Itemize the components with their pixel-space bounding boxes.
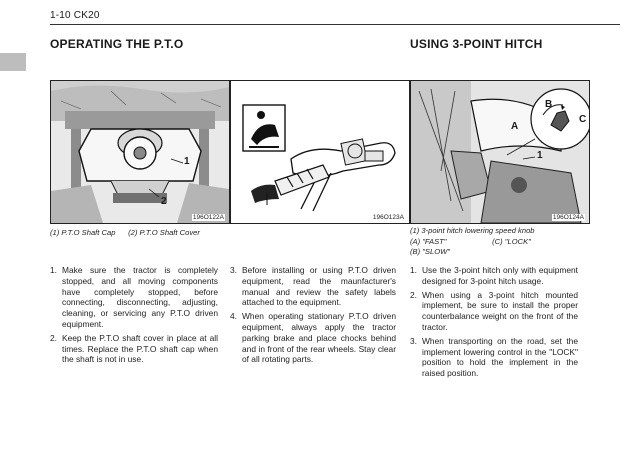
side-tab-marker	[0, 53, 26, 71]
caption-item-shaft-cap: (1) P.T.O Shaft Cap	[50, 228, 116, 237]
section-title-hitch: USING 3-POINT HITCH	[410, 37, 543, 51]
hitch-knob-illustration	[411, 81, 589, 223]
instruction-list-col2: 3.Before installing or using P.T.O drive…	[230, 265, 396, 368]
callout-1: 1	[184, 156, 190, 167]
caption-item-slow: (B) "SLOW"	[410, 247, 450, 256]
callout-b: B	[545, 99, 553, 110]
figure-code: 196O123A	[371, 214, 405, 221]
list-item: 2.When using a 3-point hitch mounted imp…	[410, 289, 578, 332]
caption-hitch: (1) 3-point hitch lowering speed knob (A…	[410, 226, 588, 258]
list-item: 3.Before installing or using P.T.O drive…	[230, 265, 396, 308]
header-rule	[50, 24, 620, 25]
callout-1: 1	[537, 150, 543, 161]
list-item: 3.When transporting on the road, set the…	[410, 335, 578, 379]
instruction-list-col1: 1.Make sure the tractor is completely st…	[50, 265, 218, 368]
section-title-pto: OPERATING THE P.T.O	[50, 37, 184, 51]
caption-item-shaft-cover: (2) P.T.O Shaft Cover	[128, 228, 200, 237]
figure-pto-shaft: 1 2 196O122A	[50, 80, 230, 224]
list-item: 4.When operating stationary P.T.O driven…	[230, 311, 396, 365]
list-item: 1.Use the 3-point hitch only with equipm…	[410, 265, 578, 286]
caption-pto: (1) P.T.O Shaft Cap (2) P.T.O Shaft Cove…	[50, 228, 228, 239]
pto-shaft-illustration	[51, 81, 229, 223]
page-header: 1-10 CK20	[50, 10, 100, 21]
instruction-list-col3: 1.Use the 3-point hitch only with equipm…	[410, 265, 578, 382]
figure-pto-warning: 196O123A	[230, 80, 410, 224]
callout-a: A	[511, 121, 519, 132]
figure-code: 196O122A	[191, 214, 225, 221]
list-item: 2.Keep the P.T.O shaft cover in place at…	[50, 332, 218, 365]
caption-item-lock: (C) "LOCK"	[492, 236, 531, 246]
caption-item-fast: (A) "FAST"	[410, 236, 447, 246]
figure-code: 196O124A	[551, 214, 585, 221]
callout-2: 2	[161, 196, 167, 207]
callout-c: C	[579, 114, 587, 125]
caption-item-knob: (1) 3-point hitch lowering speed knob	[410, 226, 535, 235]
list-item: 1.Make sure the tractor is completely st…	[50, 265, 218, 329]
figure-hitch-knob: A B C 1 196O124A	[410, 80, 590, 224]
pto-warning-illustration	[231, 81, 409, 223]
